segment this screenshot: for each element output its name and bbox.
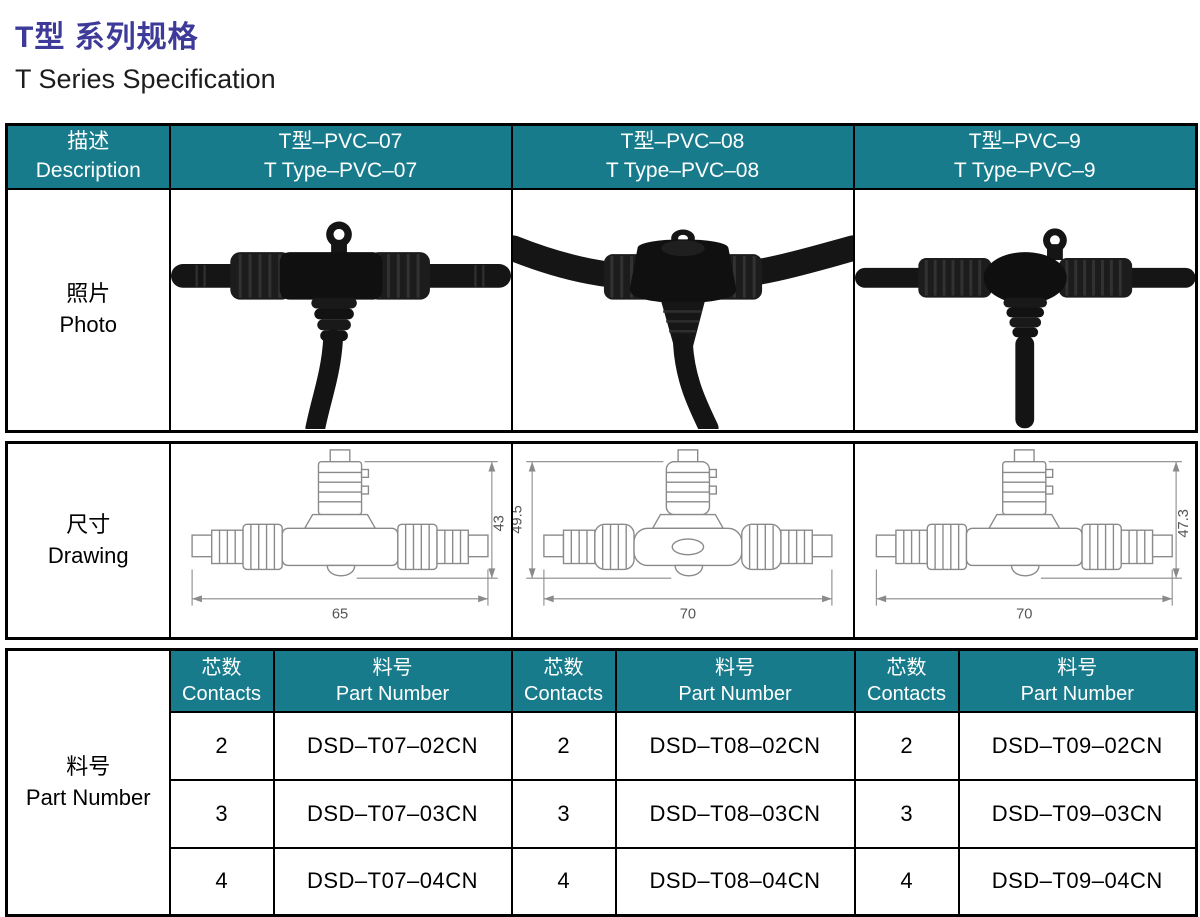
photo-cell-product-3 xyxy=(852,187,1198,433)
contacts-header-en: Contacts xyxy=(867,682,946,705)
photo-cell-product-1 xyxy=(168,187,513,433)
contacts-header-cn: 芯数 xyxy=(201,656,242,679)
description-label-en: Description xyxy=(35,158,141,182)
contacts-column-header: 芯数 Contacts xyxy=(168,648,275,713)
contacts-value: 2 xyxy=(510,710,617,781)
spec-table-header-photo: 描述 Description T型–PVC–07 T Type–PVC–07 T… xyxy=(5,123,1198,433)
connector-photo-t07 xyxy=(171,221,510,430)
contacts-value: 3 xyxy=(853,778,960,849)
contacts-column-header: 芯数 Contacts xyxy=(853,648,960,713)
part-number-header-cn: 料号 xyxy=(372,656,413,679)
part-number-row: 2 DSD–T07–02CN 2 DSD–T08–02CN 2 DSD–T09–… xyxy=(7,710,1198,781)
part-number-column-header: 料号 Part Number xyxy=(614,648,856,713)
contacts-value: 3 xyxy=(510,778,617,849)
contacts-value: 4 xyxy=(510,846,617,917)
photo-cell-product-2 xyxy=(510,187,855,433)
row-label-drawing: 尺寸 Drawing xyxy=(5,441,171,640)
connector-photo-t09 xyxy=(855,228,1195,429)
part-number-header-cn: 料号 xyxy=(715,656,755,679)
height-dimension-label: 43 xyxy=(491,515,507,531)
row-label-photo: 照片 Photo xyxy=(5,187,171,433)
header-cell-product-2: T型–PVC–08 T Type–PVC–08 xyxy=(510,123,855,190)
part-number-value: DSD–T07–03CN xyxy=(272,778,513,849)
height-dimension-label: 49.5 xyxy=(513,505,525,534)
contacts-value: 2 xyxy=(168,710,275,781)
drawing-label-cn: 尺寸 xyxy=(66,511,111,537)
photo-label-cn: 照片 xyxy=(66,280,111,306)
width-dimension-label: 65 xyxy=(331,606,347,622)
part-number-value: DSD–T08–03CN xyxy=(614,778,856,849)
drawing-cell-product-2: 70 49.5 xyxy=(510,441,855,640)
contacts-header-cn: 芯数 xyxy=(543,656,584,679)
contacts-value: 2 xyxy=(853,710,960,781)
header-cell-product-3: T型–PVC–9 T Type–PVC–9 xyxy=(852,123,1198,190)
part-number-header-en: Part Number xyxy=(1020,682,1134,705)
product-name-cn: T型–PVC–9 xyxy=(968,130,1081,154)
contacts-header-en: Contacts xyxy=(182,682,261,705)
spec-table-drawing: 尺寸 Drawing xyxy=(5,441,1198,640)
part-number-column-header: 料号 Part Number xyxy=(957,648,1198,713)
contacts-value: 4 xyxy=(168,846,275,917)
part-number-value: DSD–T08–02CN xyxy=(614,710,856,781)
part-number-value: DSD–T09–03CN xyxy=(957,778,1198,849)
part-number-header-en: Part Number xyxy=(335,682,450,705)
part-number-header-en: Part Number xyxy=(678,682,792,705)
drawing-label-en: Drawing xyxy=(47,542,129,568)
connector-photo-t08 xyxy=(513,229,852,430)
part-number-header-cn: 料号 xyxy=(1057,656,1098,679)
contacts-value: 4 xyxy=(853,846,960,917)
part-number-label-en: Part Number xyxy=(25,784,151,810)
width-dimension-label: 70 xyxy=(679,606,695,622)
product-name-cn: T型–PVC–08 xyxy=(620,130,745,154)
part-number-row: 3 DSD–T07–03CN 3 DSD–T08–03CN 3 DSD–T09–… xyxy=(7,778,1198,849)
photo-label-en: Photo xyxy=(59,311,118,337)
part-number-row: 4 DSD–T07–04CN 4 DSD–T08–04CN 4 DSD–T09–… xyxy=(7,846,1198,917)
dimension-drawing-t07: 65 43 xyxy=(190,448,507,622)
page-title-en: T Series Specification xyxy=(15,64,276,94)
header-cell-product-1: T型–PVC–07 T Type–PVC–07 xyxy=(168,123,513,190)
row-label-part-number: 料号 Part Number xyxy=(5,648,171,917)
contacts-value: 3 xyxy=(168,778,275,849)
part-number-label-cn: 料号 xyxy=(66,753,111,779)
contacts-column-header: 芯数 Contacts xyxy=(510,648,617,713)
product-name-cn: T型–PVC–07 xyxy=(278,130,403,154)
product-name-en: T Type–PVC–9 xyxy=(953,158,1096,182)
part-number-column-header: 料号 Part Number xyxy=(272,648,513,713)
dimension-drawing-t08: 70 49.5 xyxy=(513,448,833,622)
part-number-value: DSD–T07–02CN xyxy=(272,710,513,781)
product-name-en: T Type–PVC–08 xyxy=(605,158,760,182)
page-title-cn: T型 系列规格 xyxy=(15,21,199,54)
dimension-drawing-t09: 70 47.3 xyxy=(875,448,1191,622)
part-number-value: DSD–T09–04CN xyxy=(957,846,1198,917)
contacts-header-cn: 芯数 xyxy=(886,656,927,679)
part-number-value: DSD–T08–04CN xyxy=(614,846,856,917)
part-number-value: DSD–T09–02CN xyxy=(957,710,1198,781)
width-dimension-label: 70 xyxy=(1016,606,1032,622)
drawing-cell-product-3: 70 47.3 xyxy=(852,441,1198,640)
drawing-cell-product-1: 65 43 xyxy=(168,441,513,640)
contacts-header-en: Contacts xyxy=(524,682,603,705)
spec-table-part-numbers: 料号 Part Number 芯数 Contacts 料号 Part Numbe… xyxy=(5,648,1198,917)
part-number-value: DSD–T07–04CN xyxy=(272,846,513,917)
header-cell-description: 描述 Description xyxy=(5,123,171,190)
description-label-cn: 描述 xyxy=(67,130,110,154)
height-dimension-label: 47.3 xyxy=(1175,509,1191,538)
product-name-en: T Type–PVC–07 xyxy=(263,158,418,182)
